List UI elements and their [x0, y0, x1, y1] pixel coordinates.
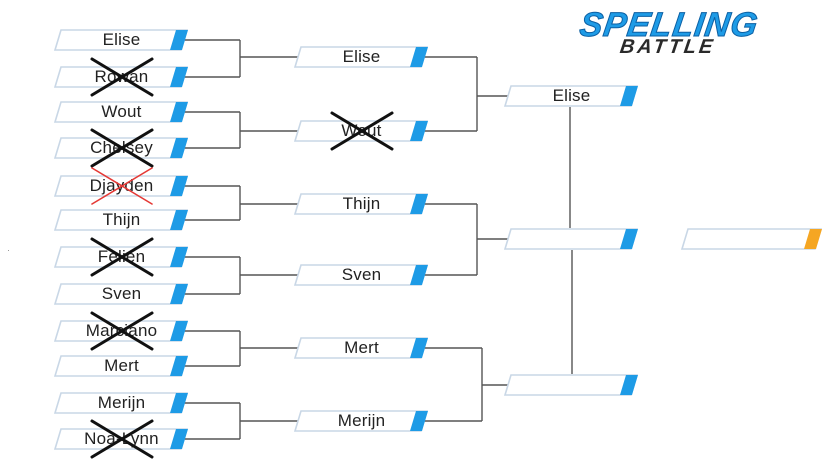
- slot-accent: [620, 375, 638, 395]
- round1-slot: Marciano: [53, 311, 189, 351]
- slot-accent: [170, 321, 188, 341]
- final-winner-slot: [680, 228, 823, 250]
- player-name: Elise: [102, 30, 141, 49]
- slot-accent: [410, 411, 428, 431]
- slot-accent: [410, 265, 428, 285]
- round2-slot: Mert: [293, 337, 429, 359]
- slot-frame: [293, 193, 429, 215]
- player-name: Sven: [341, 265, 382, 284]
- player-name: Mert: [344, 338, 379, 357]
- slot-accent: [410, 47, 428, 67]
- round1-slot: Mert: [53, 355, 189, 377]
- round1-slot: Sven: [53, 283, 189, 305]
- spelling-battle-logo: SPELLING BATTLE: [577, 6, 780, 59]
- player-name: [505, 374, 638, 396]
- round3-slot: [503, 374, 639, 396]
- round1-slot: Wout: [53, 101, 189, 123]
- player-name: Merijn: [337, 411, 386, 430]
- slot-accent: [620, 229, 638, 249]
- slot-accent: [170, 102, 188, 122]
- round3-slot: [503, 228, 639, 250]
- player-name: Thijn: [102, 210, 141, 229]
- slot-accent: [410, 338, 428, 358]
- round1-slot: Djayden: [53, 167, 189, 205]
- connector-r1-1: [184, 111, 301, 149]
- slot-frame: [293, 337, 429, 359]
- round1-slot: Felien: [53, 237, 189, 277]
- slot-accent: [410, 194, 428, 214]
- logo-subtitle: BATTLE: [618, 36, 718, 58]
- connector-r1-5: [184, 402, 301, 440]
- slot-frame: [503, 374, 639, 396]
- round2-slot: Elise: [293, 46, 429, 68]
- slot-accent: [804, 229, 822, 249]
- round1-slot: Thijn: [53, 209, 189, 231]
- slot-accent: [170, 356, 188, 376]
- round2-slot: Merijn: [293, 410, 429, 432]
- slot-accent: [170, 247, 188, 267]
- slot-frame: [293, 46, 429, 68]
- connector-r2-2: [424, 347, 511, 422]
- connector-r1-4: [184, 330, 301, 367]
- round1-slot: Rowan: [53, 57, 189, 97]
- player-name: [505, 228, 638, 250]
- connector-r2-0: [424, 56, 511, 132]
- connector-r1-3: [184, 256, 301, 295]
- player-name: Sven: [101, 284, 142, 303]
- slot-accent: [170, 176, 188, 196]
- slot-frame: [503, 85, 639, 107]
- round1-slot: Noa-Lynn: [53, 419, 189, 459]
- slot-frame: [53, 392, 189, 414]
- slot-accent: [170, 67, 188, 87]
- slot-accent: [170, 429, 188, 449]
- stray-dot: [8, 250, 9, 251]
- slot-frame: [53, 101, 189, 123]
- connector-r1-0: [184, 39, 301, 78]
- round2-slot: Sven: [293, 264, 429, 286]
- slot-accent: [620, 86, 638, 106]
- round2-slot: Wout: [293, 111, 429, 151]
- round2-slot: Thijn: [293, 193, 429, 215]
- slot-frame: [293, 264, 429, 286]
- connector-r2-1: [424, 203, 511, 276]
- player-name: Mert: [104, 356, 139, 375]
- player-name: Wout: [101, 102, 142, 121]
- slot-frame: [293, 410, 429, 432]
- slot-accent: [170, 30, 188, 50]
- player-name: Thijn: [342, 194, 381, 213]
- round1-slot: Merijn: [53, 392, 189, 414]
- connector-r1-2: [184, 185, 301, 221]
- slot-accent: [170, 138, 188, 158]
- round1-slot: Chelsey: [53, 128, 189, 168]
- round1-slot: Elise: [53, 29, 189, 51]
- slot-accent: [410, 121, 428, 141]
- player-name: Elise: [342, 47, 381, 66]
- slot-accent: [170, 393, 188, 413]
- round3-slot: Elise: [503, 85, 639, 107]
- slot-frame: [53, 29, 189, 51]
- slot-frame: [503, 228, 639, 250]
- player-name: Elise: [552, 86, 591, 105]
- slot-frame: [680, 228, 823, 250]
- slot-frame: [53, 355, 189, 377]
- slot-frame: [53, 209, 189, 231]
- slot-accent: [170, 210, 188, 230]
- player-name: [682, 228, 822, 250]
- slot-accent: [170, 284, 188, 304]
- player-name: Merijn: [97, 393, 146, 412]
- slot-frame: [53, 283, 189, 305]
